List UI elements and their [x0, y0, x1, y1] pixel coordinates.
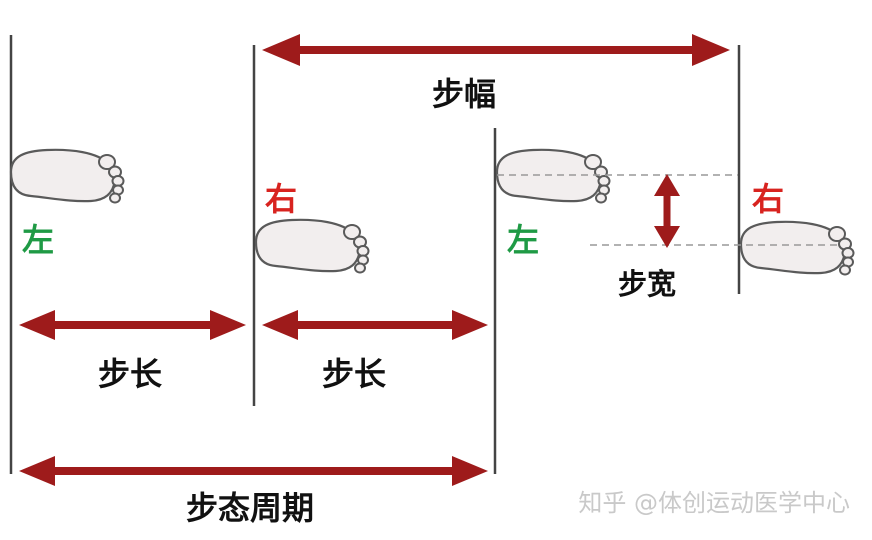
right-foot-2 — [739, 220, 855, 276]
stride-label: 步幅 — [432, 75, 497, 113]
step-width-label: 步宽 — [618, 267, 677, 301]
left-foot-label-1: 左 — [22, 221, 55, 259]
step-length-arrow-1 — [19, 310, 246, 340]
left-foot-1 — [9, 148, 125, 204]
step-length-label-1: 步长 — [98, 355, 163, 393]
gait-cycle-arrow — [19, 456, 488, 486]
step-length-arrow-2 — [262, 310, 488, 340]
right-foot-label-2: 右 — [752, 180, 785, 218]
watermark: 知乎 @体创运动医学中心 — [578, 489, 850, 517]
right-foot-label-1: 右 — [265, 180, 298, 218]
gait-cycle-label: 步态周期 — [186, 489, 315, 527]
right-foot-1 — [254, 218, 370, 274]
left-foot-label-2: 左 — [507, 221, 540, 259]
step-width-arrow — [654, 174, 680, 248]
left-foot-2 — [495, 148, 611, 204]
stride-arrow — [262, 34, 730, 66]
step-length-label-2: 步长 — [322, 355, 387, 393]
